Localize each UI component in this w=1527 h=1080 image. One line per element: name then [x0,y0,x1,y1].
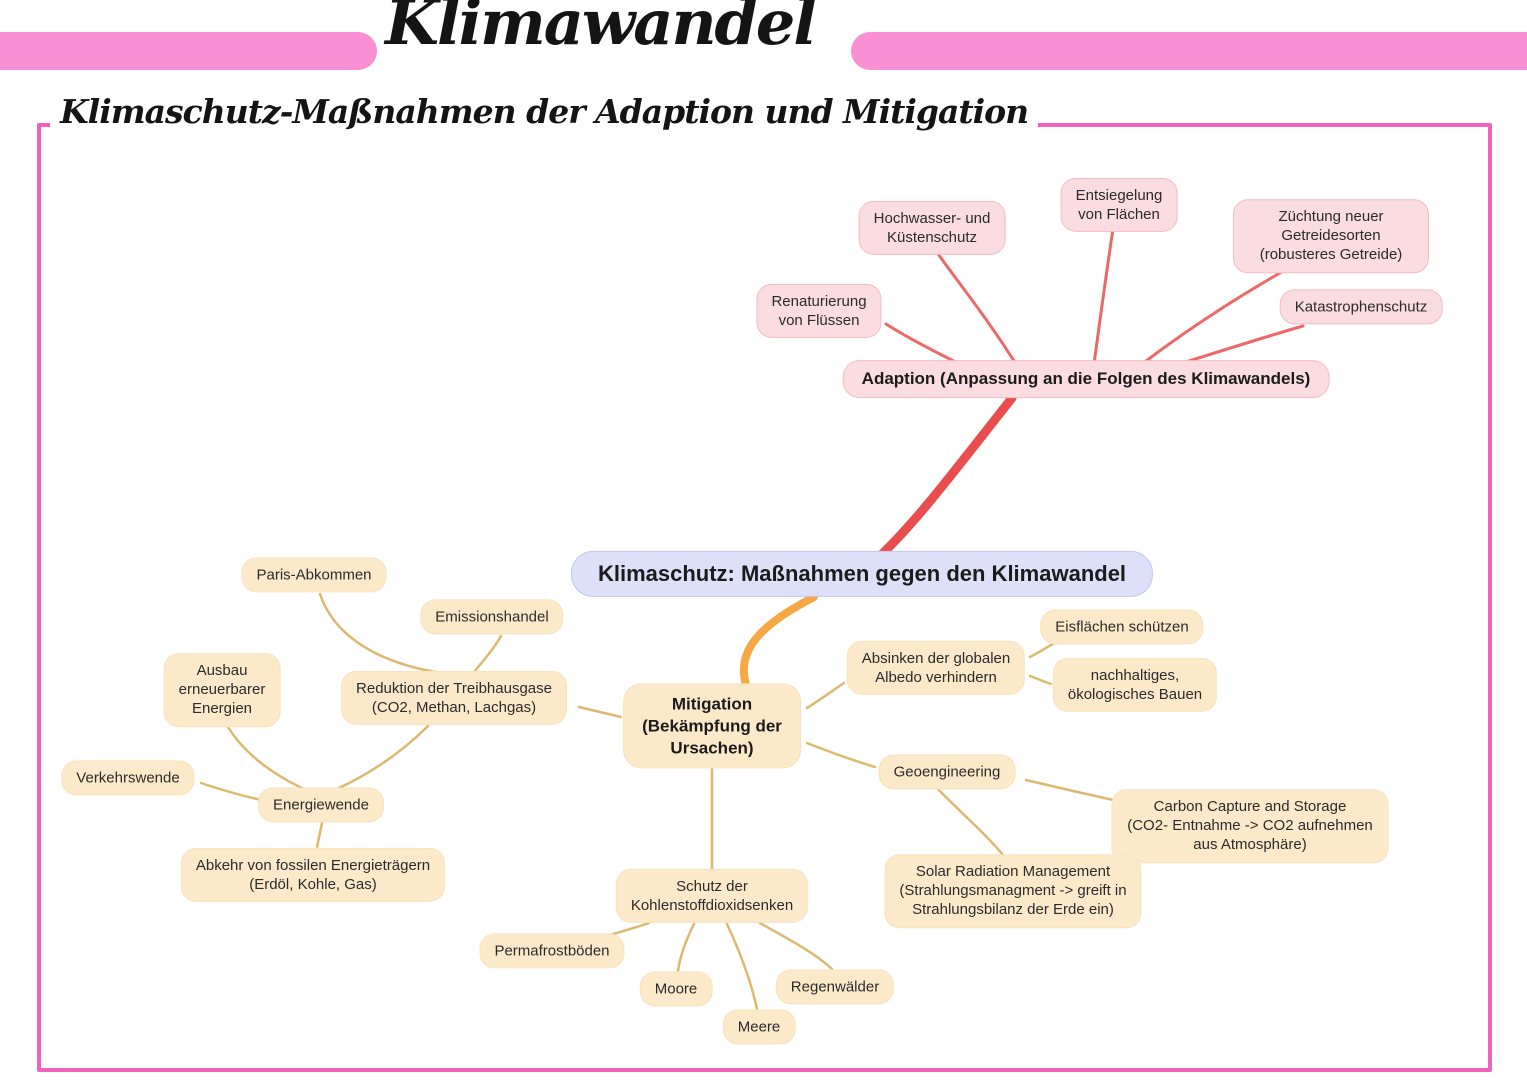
node-regenwaelder[interactable]: Regenwälder [775,969,895,1005]
page-title: Klimawandel [385,0,817,59]
node-root-klimaschutz[interactable]: Klimaschutz: Maßnahmen gegen den Klimawa… [570,550,1154,598]
edge-root-mitigation [739,593,818,692]
node-katastrophenschutz[interactable]: Katastrophenschutz [1279,289,1443,325]
node-entsiegelung-von-flaechen[interactable]: Entsiegelung von Flächen [1060,177,1178,233]
edge-adaption-entsiegelung [1092,227,1115,366]
node-renaturierung-von-fluessen[interactable]: Renaturierung von Flüssen [756,283,882,339]
edge-root-adaption [873,393,1017,563]
node-reduktion-treibhausgase[interactable]: Reduktion der Treibhausgase (CO2, Methan… [341,670,567,726]
node-adaption[interactable]: Adaption (Anpassung an die Folgen des Kl… [842,360,1330,398]
title-banner-left [0,32,377,70]
edge-schutz-regenwaelder [758,921,834,971]
edge-schutz-moore [676,922,696,973]
edge-energiewende-abkehr [315,821,324,849]
edge-mitigation-geoengineering [805,741,877,769]
node-solar-radiation-management[interactable]: Solar Radiation Management (Strahlungsma… [884,854,1142,928]
edge-mitigation-reduktion [577,705,623,719]
page-subtitle: Klimaschutz-Maßnahmen der Adaption und M… [50,92,1039,131]
node-meere[interactable]: Meere [722,1009,796,1045]
node-geoengineering[interactable]: Geoengineering [878,754,1016,790]
node-absinken-albedo[interactable]: Absinken der globalen Albedo verhindern [846,640,1026,696]
node-mitigation[interactable]: Mitigation (Bekämpfung der Ursachen) [623,683,801,769]
edge-geoengineering-srm [936,787,1005,857]
edge-geoengineering-ccs [1024,778,1120,803]
node-energiewende[interactable]: Energiewende [258,787,384,823]
node-schutz-kohlenstoffdioxidsenken[interactable]: Schutz der Kohlenstoffdioxidsenken [615,868,809,924]
node-hochwasser-kuestenschutz[interactable]: Hochwasser- und Küstenschutz [858,200,1006,256]
edge-reduktion-paris [318,592,452,676]
node-moore[interactable]: Moore [639,971,713,1007]
node-carbon-capture-storage[interactable]: Carbon Capture and Storage (CO2- Entnahm… [1111,789,1389,863]
node-emissionshandel[interactable]: Emissionshandel [420,599,564,635]
edge-schutz-meere [725,922,759,1011]
node-zuechtung-getreidesorten[interactable]: Züchtung neuer Getreidesorten (robustere… [1233,199,1429,273]
node-permafrostboeden[interactable]: Permafrostböden [479,933,625,969]
edge-mitigation-absinken [805,681,846,710]
edge-absinken-nachhaltiges [1028,674,1053,686]
node-eisflaechen-schuetzen[interactable]: Eisflächen schützen [1040,609,1204,645]
title-banner-right [851,32,1527,70]
edge-reduktion-emissionshandel [472,634,503,674]
edge-reduktion-energiewende [335,724,430,791]
node-abkehr-fossile-energietraeger[interactable]: Abkehr von fossilen Energieträgern (Erdö… [180,847,446,903]
node-nachhaltiges-bauen[interactable]: nachhaltiges, ökologisches Bauen [1052,657,1218,713]
edge-adaption-zuechtung [1140,261,1299,366]
node-paris-abkommen[interactable]: Paris-Abkommen [241,557,387,593]
edge-verkehrswende-energiewende [199,781,264,802]
node-verkehrswende[interactable]: Verkehrswende [61,760,195,796]
edge-ausbau-energiewende [226,725,308,792]
node-ausbau-erneuerbarer-energien[interactable]: Ausbau erneuerbarer Energien [163,653,281,727]
edge-adaption-hochwasser [934,249,1018,366]
